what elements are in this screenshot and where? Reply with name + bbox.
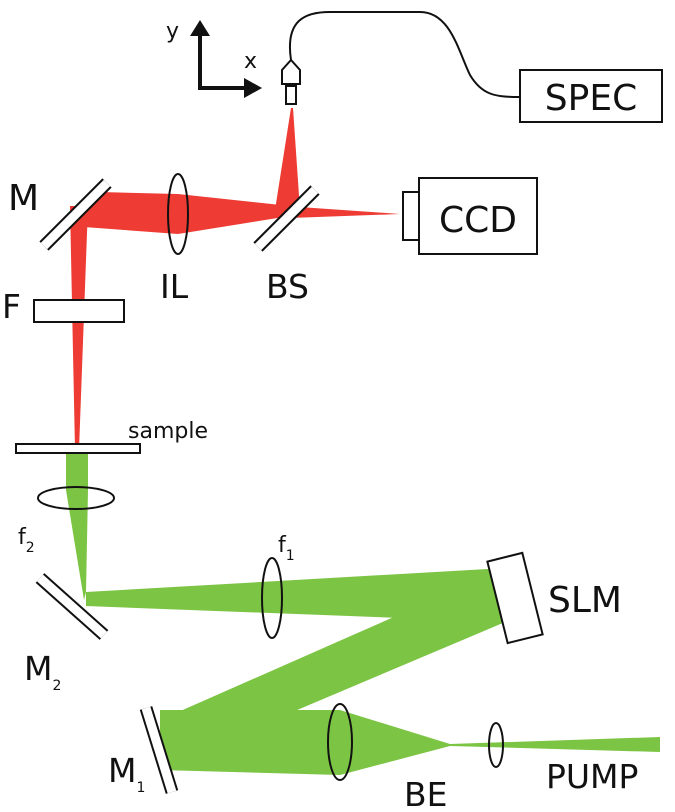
filter-label: F — [2, 287, 21, 326]
beam-m2-to-f2 — [66, 490, 88, 600]
pump-beam — [66, 452, 660, 775]
x-axis-arrowhead — [244, 78, 262, 98]
beam-sample-to-m — [70, 206, 88, 450]
mirror-m1-label: M1 — [108, 751, 145, 796]
fiber-tip — [285, 85, 297, 105]
filter-f — [33, 299, 125, 323]
sample-label: sample — [128, 419, 208, 444]
beam-il-to-bs — [178, 194, 290, 234]
beam-splitter-bs — [253, 185, 320, 252]
beam-f2-to-sample — [66, 452, 88, 490]
mirror-m2-label: M2 — [24, 649, 61, 694]
beam-expander-lens-small — [488, 722, 504, 768]
y-axis-label: y — [166, 19, 179, 44]
detection-beam — [70, 108, 400, 450]
mirror-m — [39, 178, 112, 251]
lens-f1-label: f1 — [278, 533, 295, 564]
beam-slm-to-m2 — [86, 568, 505, 622]
fiber-connector — [281, 58, 301, 85]
ccd-lens-mount — [402, 191, 420, 241]
mirror-m1 — [139, 706, 179, 794]
lens-f2-label: f2 — [18, 525, 35, 556]
sample-slide — [15, 443, 141, 454]
beam-expander-lens-large — [327, 703, 353, 781]
beam-bs-to-fiber — [275, 108, 300, 210]
slm-label: SLM — [548, 580, 622, 621]
beam-expander-cone — [340, 710, 450, 775]
coordinate-axes: y x — [166, 19, 262, 98]
optical-fiber — [288, 11, 521, 98]
imaging-lens-il — [167, 173, 189, 255]
beam-splitter-label: BS — [266, 267, 309, 306]
lens-f1 — [261, 557, 283, 639]
ccd-label: CCD — [439, 200, 517, 241]
mirror-m2 — [35, 573, 109, 640]
beam-m-to-il — [70, 192, 178, 234]
ccd-body — [418, 177, 538, 255]
y-axis-arrowhead — [190, 20, 210, 36]
spectrometer-label: SPEC — [545, 78, 637, 119]
mirror-m-label: M — [8, 178, 39, 219]
pump-input-beam — [450, 737, 660, 752]
x-axis-label: x — [244, 49, 257, 74]
beam-expander-label: BE — [404, 775, 448, 812]
pump-label: PUMP — [546, 757, 638, 796]
beam-bs-to-ccd — [285, 206, 400, 218]
spectrometer-box — [519, 69, 663, 123]
fiber-coupler — [281, 11, 521, 105]
spatial-light-modulator — [486, 551, 544, 645]
imaging-lens-label: IL — [160, 267, 189, 306]
lens-f2 — [37, 486, 115, 510]
